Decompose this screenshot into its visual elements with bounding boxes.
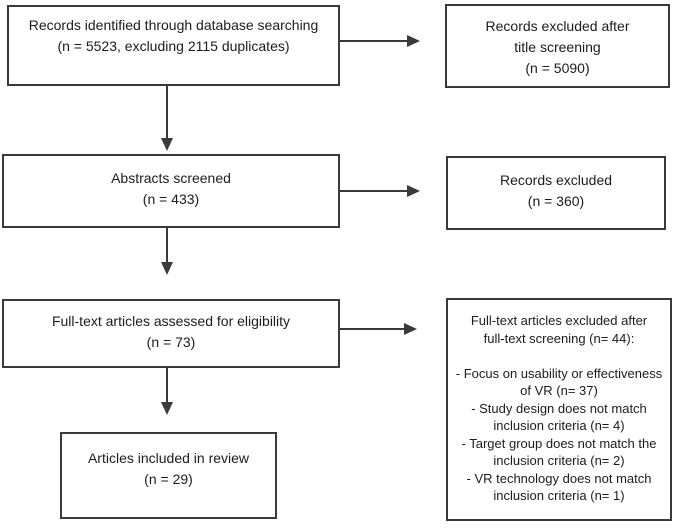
box-records-identified: Records identified through database sear… — [7, 5, 340, 86]
arrow-fulltext-to-fulltext-excluded — [340, 323, 417, 335]
arrow-abstracts-to-fulltext — [161, 228, 173, 275]
box-fulltext-assessed: Full-text articles assessed for eligibil… — [2, 299, 340, 368]
box-articles-included: Articles included in review (n = 29) — [60, 432, 277, 519]
arrowhead-down-icon — [161, 402, 173, 415]
box-records-excluded-abstract-screening: Records excluded (n = 360) — [446, 156, 666, 230]
arrow-identified-to-abstracts — [161, 86, 173, 151]
arrowhead-right-icon — [407, 185, 420, 197]
arrowhead-right-icon — [404, 323, 417, 335]
box-abstracts-screened: Abstracts screened (n = 433) — [2, 154, 340, 228]
arrow-abstracts-to-records-excluded — [340, 185, 420, 197]
arrowhead-right-icon — [407, 35, 420, 47]
box-fulltext-excluded: Full-text articles excluded after full-t… — [446, 298, 672, 521]
box-records-excluded-title-screening: Records excluded after title screening (… — [445, 4, 670, 88]
arrow-fulltext-to-included — [161, 368, 173, 415]
arrowhead-down-icon — [161, 262, 173, 275]
arrow-identified-to-title-excluded — [340, 35, 420, 47]
arrowhead-down-icon — [161, 138, 173, 151]
